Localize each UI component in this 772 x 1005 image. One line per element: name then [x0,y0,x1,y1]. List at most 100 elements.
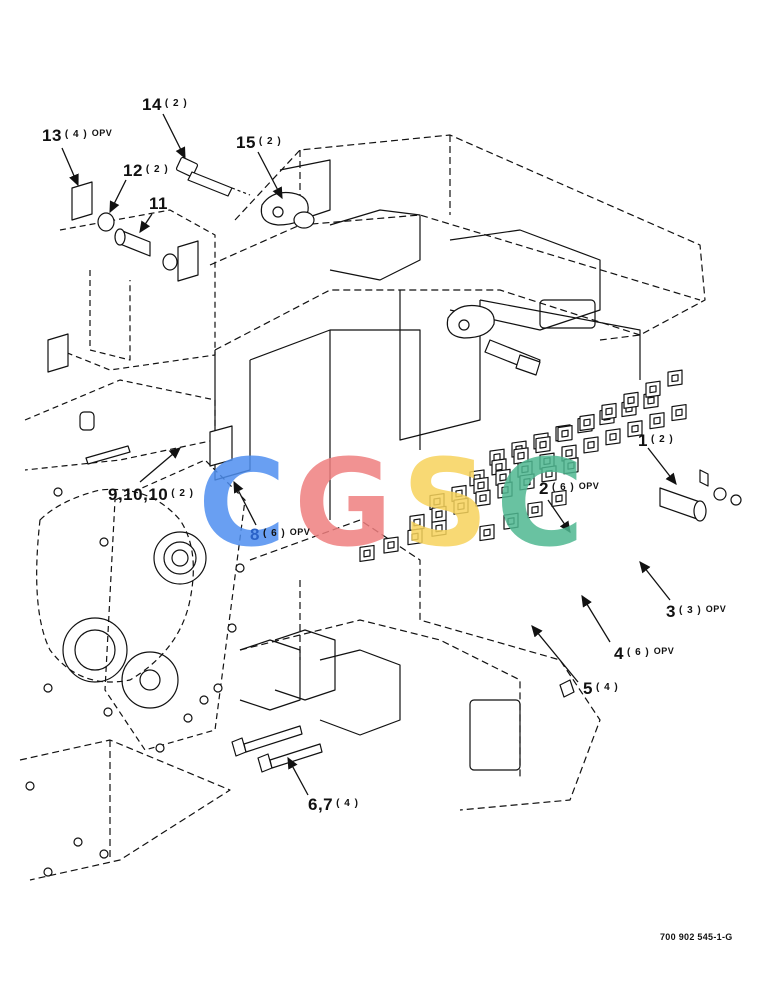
square-nut-hole [531,505,539,514]
square-nut-hole [605,407,613,416]
callout-11: 11 [149,195,168,213]
callout-4: 4( 6 )OPV [614,645,674,663]
square-nut-hole [517,451,525,460]
square-nut-hole [631,424,639,433]
watermark-letter: S [402,435,488,574]
callout-quantity: ( 2 ) [145,164,169,175]
callout-2: 2( 6 )OPV [539,480,599,498]
square-nut-hole [543,457,551,466]
square-nut-hole [507,517,515,526]
callout-number: 15 [236,133,256,152]
callout-number: 4 [614,644,624,663]
square-nut-hole [609,432,617,441]
guards [239,629,575,771]
hex-bolts [231,725,323,773]
callout-quantity: ( 4 ) [64,129,88,140]
square-nut-plates [359,369,687,563]
square-nut-hole [457,502,465,511]
callout-1: 1( 2 ) [638,432,674,450]
square-nut-hole [565,449,573,458]
callout-quantity: ( 2 ) [171,488,195,499]
square-nut-hole [483,528,491,537]
callout-number: 8 [250,525,260,544]
square-nut-hole [411,532,419,541]
square-nut-hole [523,477,531,486]
long-bolt [175,156,251,197]
square-nut-hole [387,541,395,550]
mounting-brackets [260,191,541,376]
callout-quantity: ( 6 ) [551,482,575,493]
square-nut-hole [587,440,595,449]
lower-frame [19,519,601,881]
callout-number: 1 [638,431,648,450]
figure-id: 700 902 545-1-G [660,932,733,942]
square-nut-hole [495,462,503,471]
callout-quantity: ( 2 ) [164,98,188,109]
bushing-and-washer [97,212,178,271]
small-fasteners [25,411,245,877]
callout-number: 11 [149,194,168,213]
callout-14: 14( 2 ) [142,96,188,114]
callout-opv: OPV [653,646,675,656]
callout-number: 3 [666,602,676,621]
callout-opv: OPV [289,527,311,537]
square-nut-hole [499,473,507,482]
callout-quantity: ( 3 ) [678,605,702,616]
square-nut-hole [433,497,441,506]
square-nut-hole [435,510,443,519]
square-nut-hole [435,524,443,533]
callout-13: 13( 4 )OPV [42,127,112,145]
callout-quantity: ( 2 ) [258,136,282,147]
square-nut-hole [583,418,591,427]
square-nut-hole [413,518,421,527]
square-nut-hole [649,385,657,394]
square-nut-hole [561,429,569,438]
square-nut-hole [627,396,635,405]
square-nut-hole [455,489,463,498]
callout-5: 5( 4 ) [583,680,619,698]
square-nut-hole [653,416,661,425]
callout-opv: OPV [91,128,113,138]
callout-number: 5 [583,679,593,698]
callout-opv: OPV [705,604,727,614]
square-nut-hole [647,396,655,405]
square-nut-hole [477,481,485,490]
square-nut-hole [567,461,575,470]
square-nut-hole [363,549,371,558]
callout-quantity: ( 6 ) [626,647,650,658]
square-nut-hole [501,485,509,495]
callout-number: 6,7 [308,795,334,814]
bearing-hub [36,459,246,751]
right-bolts [659,469,742,522]
callout-quantity: ( 2 ) [650,434,674,445]
callout-6-7: 6,7( 4 ) [308,796,359,814]
square-nut-hole [675,408,683,417]
callout-number: 2 [539,479,549,498]
left-side-plates [24,209,216,471]
callout-8: 8( 6 )OPV [250,526,310,544]
frame-boxes [214,159,641,520]
callout-number: 14 [142,95,162,114]
callout-15: 15( 2 ) [236,134,282,152]
watermark-letter: G [294,435,393,574]
callout-number: 9,10,10 [108,485,169,504]
callout-quantity: ( 4 ) [595,682,619,693]
watermark-letter: C [198,435,286,574]
leader-arrows [61,113,677,796]
square-nut-hole [671,374,679,383]
spacer-plates [47,181,233,467]
callout-opv: OPV [578,481,600,491]
watermark-letter: C [496,435,584,574]
square-nut-hole [521,465,529,474]
square-nut-hole [555,494,563,503]
callout-12: 12( 2 ) [123,162,169,180]
callout-number: 13 [42,126,62,145]
square-nut-hole [479,494,487,503]
callout-quantity: ( 6 ) [262,528,286,539]
callout-3: 3( 3 )OPV [666,603,726,621]
callout-number: 12 [123,161,143,180]
callout-9-10: 9,10,10( 2 ) [108,486,194,504]
